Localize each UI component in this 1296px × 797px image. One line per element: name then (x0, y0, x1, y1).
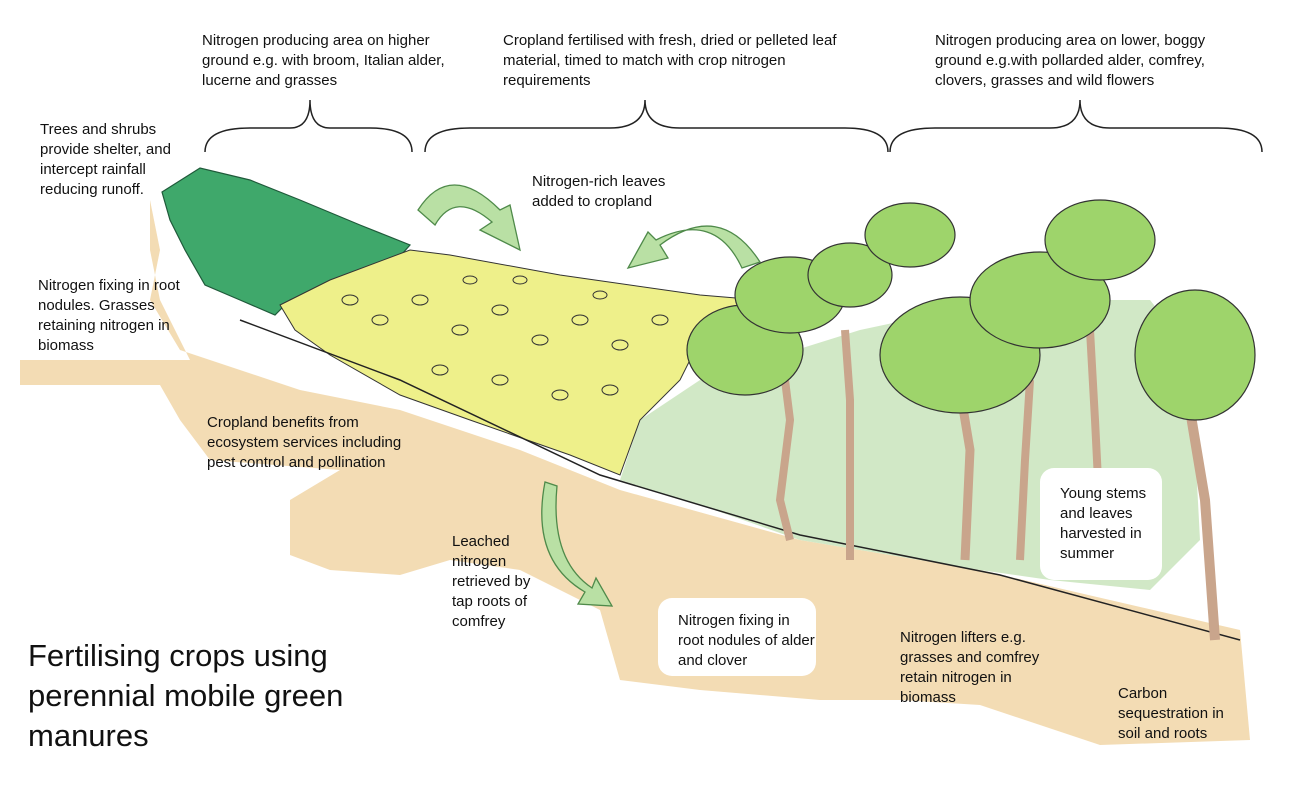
cropland-area (279, 249, 762, 476)
label-leaves-added: Nitrogen-rich leaves added to cropland (532, 173, 666, 210)
label-alder-clover: Nitrogen fixing in root nodules of alder… (678, 612, 815, 669)
brace-lower-ground (889, 99, 1263, 153)
label-leached: Leached nitrogen retrieved by tap roots … (452, 533, 531, 630)
label-cropland: Cropland fertilised with fresh, dried or… (503, 32, 837, 89)
label-lifters: Nitrogen lifters e.g. grasses and comfre… (900, 629, 1040, 706)
alder-clover-box (658, 598, 816, 676)
young-stems-box (1040, 468, 1162, 580)
label-young-stems: Young stems and leaves harvested in summ… (1060, 485, 1147, 562)
arrow-leached-nitrogen (541, 481, 614, 607)
brace-cropland (424, 99, 889, 153)
page-title: Fertilising crops using perennial mobile… (28, 638, 344, 753)
crop-rows (341, 275, 669, 401)
ground-line (239, 319, 1241, 641)
soil-layer (20, 200, 1250, 745)
arrow-leaves-to-crop-left (417, 184, 521, 252)
label-ecosystem: Cropland benefits from ecosystem service… (207, 414, 402, 471)
label-shelter: Trees and shrubs provide shelter, and in… (40, 121, 171, 198)
tree-group (686, 199, 1256, 641)
brace-higher-ground (204, 99, 413, 153)
label-carbon: Carbon sequestration in soil and roots (1118, 685, 1224, 742)
label-lower-ground: Nitrogen producing area on lower, boggy … (935, 32, 1206, 89)
label-root-nodules: Nitrogen fixing in root nodules. Grasses… (38, 277, 180, 354)
label-higher-ground: Nitrogen producing area on higher ground… (202, 32, 445, 89)
arrow-leaves-to-crop-right (626, 225, 762, 269)
